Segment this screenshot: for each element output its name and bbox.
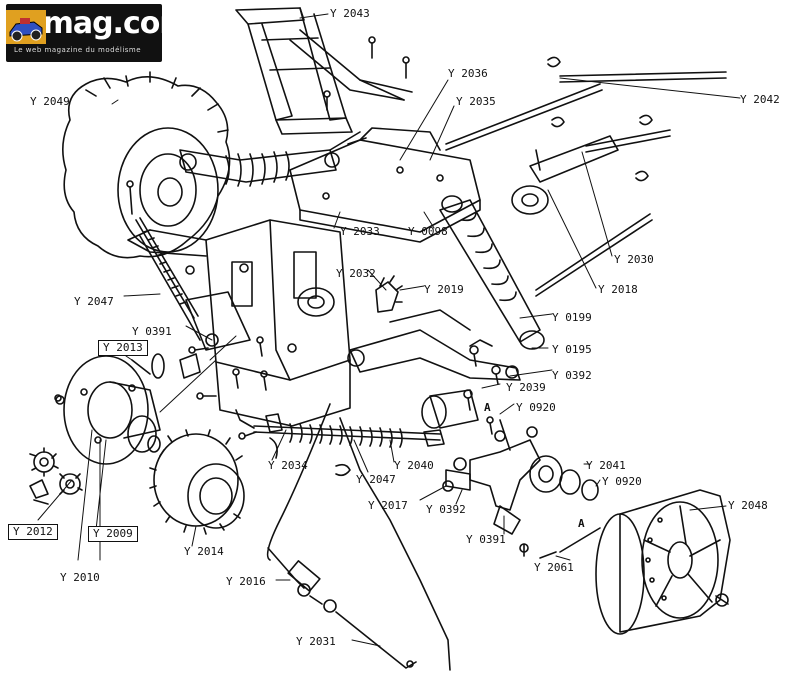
label-y2030: Y 2030 xyxy=(614,253,654,266)
steering-rod xyxy=(253,413,441,477)
label-y0199: Y 0199 xyxy=(552,311,592,324)
label-y2032: Y 2032 xyxy=(336,267,376,280)
marker-a-lower: A xyxy=(578,517,585,530)
label-y0392-lower: Y 0392 xyxy=(426,503,466,516)
label-y0195: Y 0195 xyxy=(552,343,592,356)
rcmag-logo[interactable]: rcmag.com Le web magazine du modélisme xyxy=(6,4,191,62)
label-y2014: Y 2014 xyxy=(184,545,224,558)
differential xyxy=(149,429,245,535)
label-y2013: Y 2013 xyxy=(98,340,148,356)
label-y0391-upper: Y 0391 xyxy=(132,325,172,338)
rear-tire xyxy=(62,71,231,259)
label-y2049: Y 2049 xyxy=(30,95,70,108)
label-y2042: Y 2042 xyxy=(740,93,780,106)
front-pin xyxy=(539,527,601,559)
label-y2041: Y 2041 xyxy=(586,459,626,472)
label-y0391-lower: Y 0391 xyxy=(466,533,506,546)
roll-bar xyxy=(235,7,413,135)
gearbox xyxy=(185,219,403,427)
label-y2016: Y 2016 xyxy=(226,575,266,588)
hinge-pins xyxy=(445,56,727,297)
small-gears xyxy=(29,447,83,505)
label-y2019: Y 2019 xyxy=(424,283,464,296)
drive-shaft xyxy=(511,135,619,215)
scattered-screws xyxy=(54,336,529,557)
logo-subtitle: Le web magazine du modélisme xyxy=(14,46,142,54)
left-hub xyxy=(55,353,165,465)
label-y2048: Y 2048 xyxy=(728,499,768,512)
label-y2047-center: Y 2047 xyxy=(356,473,396,486)
label-y2039: Y 2039 xyxy=(506,381,546,394)
label-y2061: Y 2061 xyxy=(534,561,574,574)
label-y2040: Y 2040 xyxy=(394,459,434,472)
front-shock xyxy=(439,195,545,350)
label-y2009: Y 2009 xyxy=(88,526,138,542)
logo-car-icon xyxy=(6,10,46,44)
front-wheel xyxy=(595,489,731,635)
label-y2043: Y 2043 xyxy=(330,7,370,20)
label-y2047-rear: Y 2047 xyxy=(74,295,114,308)
label-y2010: Y 2010 xyxy=(60,571,100,584)
label-y2033: Y 2033 xyxy=(340,225,380,238)
chassis-plate xyxy=(289,127,481,243)
rear-turnbuckle xyxy=(135,217,199,319)
front-knuckle xyxy=(421,389,599,535)
roll-bar-screws xyxy=(323,36,410,111)
front-a-arm xyxy=(347,309,521,381)
label-y2034: Y 2034 xyxy=(268,459,308,472)
marker-a-upper: A xyxy=(484,401,491,414)
rear-shock xyxy=(179,149,340,187)
label-y2017: Y 2017 xyxy=(368,499,408,512)
label-y0920-upper: Y 0920 xyxy=(516,401,556,414)
label-y0098: Y 0098 xyxy=(408,225,448,238)
label-y2031: Y 2031 xyxy=(296,635,336,648)
label-y0392: Y 0392 xyxy=(552,369,592,382)
label-y2018: Y 2018 xyxy=(598,283,638,296)
leader-lines xyxy=(37,13,741,647)
label-y0920-lower: Y 0920 xyxy=(602,475,642,488)
label-y2012: Y 2012 xyxy=(8,524,58,540)
label-y2036: Y 2036 xyxy=(448,67,488,80)
drive-cable xyxy=(235,403,451,671)
label-y2035: Y 2035 xyxy=(456,95,496,108)
